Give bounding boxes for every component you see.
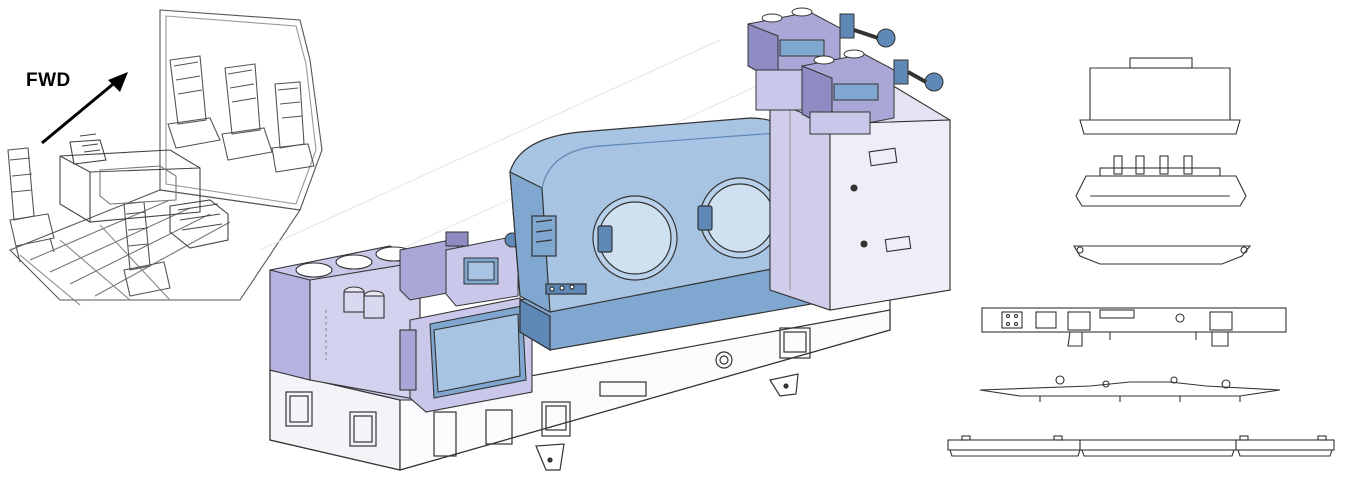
- monitor-unit: [399, 297, 533, 413]
- orthographic-views: [947, 57, 1335, 457]
- front-seat-left: [7, 147, 55, 263]
- ortho-view-profile: [1073, 245, 1252, 265]
- rear-seat-left: [167, 55, 221, 149]
- incubator: [509, 117, 835, 352]
- left-cabinet: [269, 245, 421, 401]
- rear-seat-middle: [221, 63, 273, 161]
- module-isometric-view: [259, 7, 951, 471]
- ortho-view-rail: [981, 307, 1287, 347]
- rear-seat-right: [271, 81, 315, 173]
- forward-arrow: [41, 78, 119, 145]
- syringe-pump-left: [399, 231, 520, 307]
- ortho-view-cover: [1079, 57, 1241, 135]
- cabin-module: [59, 133, 229, 249]
- right-tower: [769, 83, 951, 311]
- forward-direction-label: FWD: [26, 70, 71, 91]
- ortho-view-plate: [979, 375, 1281, 402]
- forward-arrowhead: [108, 72, 128, 92]
- syringe-pump-lower: [801, 49, 944, 135]
- cabin-isometric-view: [7, 9, 323, 306]
- ortho-view-base: [947, 435, 1335, 457]
- front-seat-middle: [123, 201, 171, 297]
- ortho-view-tray: [1075, 155, 1247, 207]
- base-platform: [269, 289, 891, 471]
